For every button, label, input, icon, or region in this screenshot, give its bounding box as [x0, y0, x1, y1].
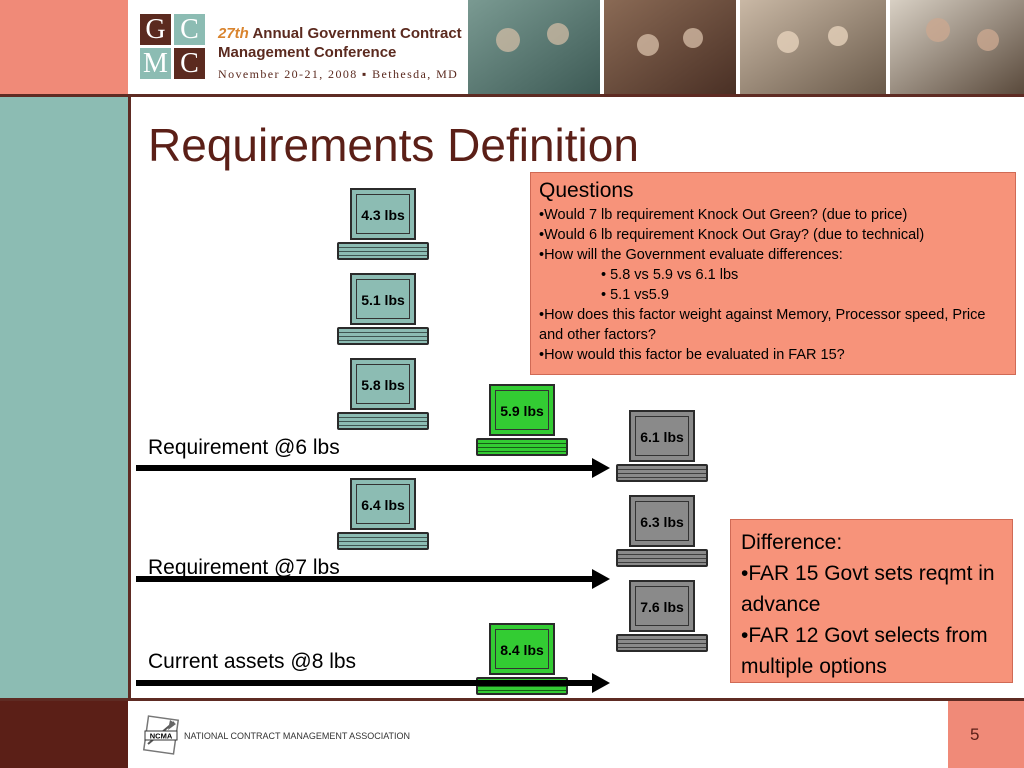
question-subitem: • 5.8 vs 5.9 vs 6.1 lbs: [601, 267, 739, 283]
org-name: NATIONAL CONTRACT MANAGEMENT ASSOCIATION: [184, 731, 411, 741]
sidebar-divider: [128, 96, 131, 700]
laptop-weight-label: 5.8 lbs: [356, 364, 410, 404]
laptop-weight-label: 4.3 lbs: [356, 194, 410, 234]
conference-number: 27th: [218, 25, 249, 42]
logo-letter: M: [140, 48, 171, 79]
question-item: •How would this factor be evaluated in F…: [539, 347, 845, 363]
difference-title: Difference:: [741, 531, 843, 554]
footer-left-band: [0, 700, 128, 768]
header-divider: [0, 94, 1024, 97]
conference-title-text: Annual Government Contract: [252, 25, 462, 42]
logo-letter: C: [174, 48, 205, 79]
laptop-icon: 6.1 lbs: [616, 410, 716, 495]
laptop-weight-label: 6.3 lbs: [635, 501, 689, 541]
requirement-label: Requirement @7 lbs: [148, 556, 340, 579]
question-item: •Would 7 lb requirement Knock Out Green?…: [539, 207, 908, 223]
logo-letter: C: [174, 14, 205, 45]
difference-item: •FAR 15 Govt sets reqmt in advance: [741, 562, 995, 616]
footer-band: [128, 700, 948, 768]
laptop-weight-label: 6.1 lbs: [635, 416, 689, 456]
difference-callout: Difference: •FAR 15 Govt sets reqmt in a…: [730, 519, 1013, 683]
requirement-arrow: [136, 458, 610, 478]
question-item: •Would 6 lb requirement Knock Out Gray? …: [539, 227, 925, 243]
footer-page-band: [948, 700, 1024, 768]
conference-title: 27th Annual Government Contract: [218, 25, 462, 42]
gcmc-logo: G C M C: [140, 14, 206, 80]
questions-callout: Questions •Would 7 lb requirement Knock …: [530, 172, 1016, 375]
ncma-logo-text: NCMA: [150, 732, 173, 741]
laptop-weight-label: 5.1 lbs: [356, 279, 410, 319]
header-accent-bar: [0, 0, 128, 96]
laptop-icon: 4.3 lbs: [337, 188, 437, 273]
ncma-logo: NCMA: [142, 715, 180, 755]
questions-title: Questions: [539, 179, 634, 202]
laptop-weight-label: 6.4 lbs: [356, 484, 410, 524]
requirement-arrow: [136, 569, 610, 589]
laptop-icon: 6.4 lbs: [337, 478, 437, 563]
conference-title-line2: Management Conference: [218, 44, 397, 61]
laptop-weight-label: 8.4 lbs: [495, 629, 549, 669]
conference-date: November 20-21, 2008 ▪ Bethesda, MD: [218, 67, 459, 81]
laptop-icon: 5.1 lbs: [337, 273, 437, 358]
question-item: •How will the Government evaluate differ…: [539, 247, 843, 263]
header-photo-strip: [468, 0, 1024, 94]
page-number: 5: [970, 725, 980, 744]
footer-divider: [0, 698, 1024, 701]
difference-item: •FAR 12 Govt selects from multiple optio…: [741, 624, 988, 678]
laptop-icon: 6.3 lbs: [616, 495, 716, 580]
requirement-label: Current assets @8 lbs: [148, 650, 357, 673]
slide-title: Requirements Definition: [148, 119, 639, 171]
requirement-arrow: [136, 673, 610, 693]
question-subitem: • 5.1 vs5.9: [601, 287, 669, 303]
laptop-icon: 5.8 lbs: [337, 358, 437, 443]
laptop-weight-label: 7.6 lbs: [635, 586, 689, 626]
laptop-icon: 8.4 lbs: [476, 623, 576, 708]
laptop-icon: 7.6 lbs: [616, 580, 716, 665]
requirement-label: Requirement @6 lbs: [148, 436, 340, 459]
laptop-weight-label: 5.9 lbs: [495, 390, 549, 430]
left-sidebar-band: [0, 96, 128, 700]
logo-letter: G: [140, 14, 171, 45]
laptop-icon: 5.9 lbs: [476, 384, 576, 469]
question-item: •How does this factor weight against Mem…: [539, 307, 986, 343]
